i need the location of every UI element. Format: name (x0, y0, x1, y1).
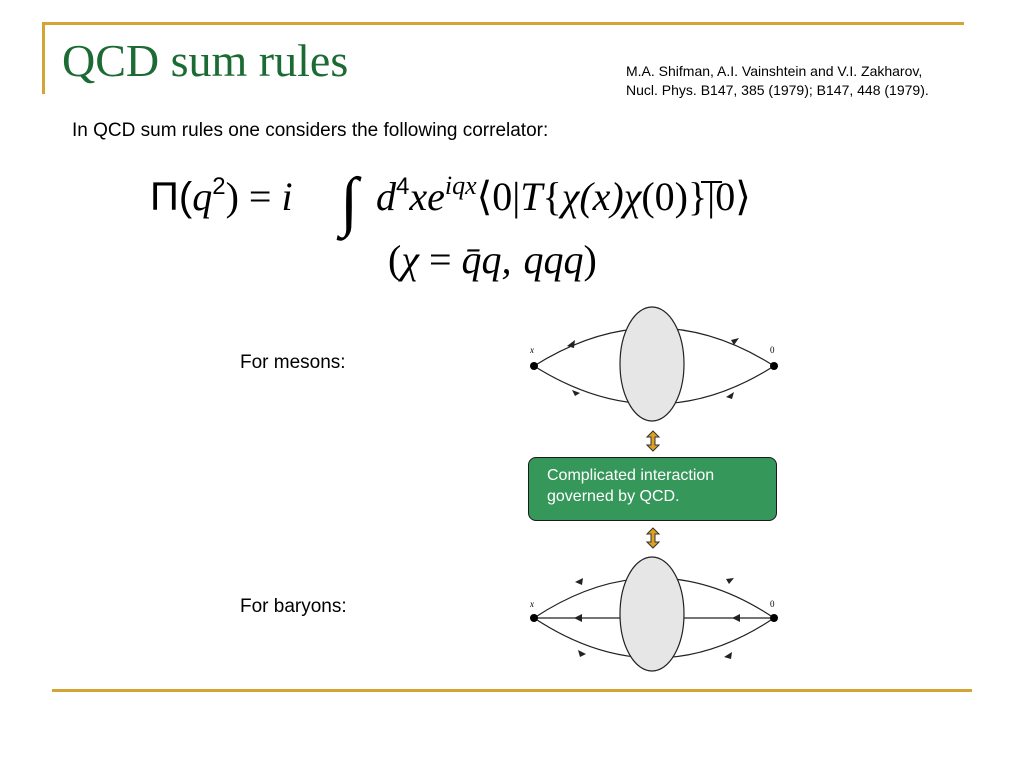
updown-arrow-icon (646, 430, 660, 452)
accent-top-line (42, 22, 964, 25)
baryon-blob (619, 556, 685, 672)
formula-xe: xe (408, 174, 445, 219)
baryon-vertex-x (530, 614, 538, 622)
formula-chibar: χ (620, 174, 643, 219)
baryon-vertex-0 (770, 614, 778, 622)
meson-arrow-upper-left (567, 340, 575, 348)
meson-vertex-x (530, 362, 538, 370)
correlator-formula: Π(q2) = i ∫ d4xeiqx⟨0|T{χ(x)χ(0)}|0⟩ (χ … (150, 168, 751, 282)
formula-iqx: iqx (445, 171, 477, 200)
qcd-interaction-box: Complicated interaction governed by QCD. (528, 457, 777, 521)
svg-text:d4xeiqx⟨0|T{χ(x)χ(0)}|0⟩: d4xeiqx⟨0|T{χ(x)χ(0)}|0⟩ (376, 171, 751, 219)
baryon-arrow-upper-right (726, 578, 734, 584)
baryon-arrow-lower-left (578, 650, 586, 657)
baryon-label-x: x (529, 599, 534, 609)
baryon-arrow-middle-right (732, 614, 740, 622)
formula-zero-paren: (0) (641, 174, 688, 219)
citation-line-1: M.A. Shifman, A.I. Vainshtein and V.I. Z… (626, 63, 923, 79)
accent-bottom-line (52, 689, 972, 692)
formula-sq: 2 (212, 173, 225, 200)
meson-vertex-0 (770, 362, 778, 370)
formula-line2-eq: = (419, 237, 462, 282)
meson-arrow-upper-right (731, 338, 739, 345)
updown-arrow-icon (646, 527, 660, 549)
formula-T: T (520, 174, 545, 219)
svg-text:Π(q2) = i: Π(q2) = i (150, 173, 293, 219)
meson-diagram: x 0 (529, 306, 778, 422)
formula-line2-open: ( (388, 237, 401, 282)
formula-line2-qqq: qqq (524, 237, 584, 282)
formula-brace-open: { (543, 174, 562, 219)
citation-line-2: Nucl. Phys. B147, 385 (1979); B147, 448 … (626, 82, 929, 98)
qcd-box-line-1: Complicated interaction (547, 467, 715, 484)
formula-chi: χ (558, 174, 581, 219)
baryon-arrow-middle-left (574, 614, 582, 622)
accent-vertical-bar (42, 22, 45, 94)
meson-arrow-lower-right (726, 392, 734, 399)
formula-integral: ∫ (336, 168, 362, 241)
formula-four: 4 (396, 173, 409, 200)
baryon-arrow-upper-left (575, 578, 583, 585)
baryons-label: For baryons: (240, 596, 347, 617)
svg-text:(χ = q̄q,qqq): (χ = q̄q, qqq) (388, 237, 597, 282)
formula-pi: Π( (150, 175, 193, 219)
intro-text: In QCD sum rules one considers the follo… (72, 120, 549, 141)
mesons-label: For mesons: (240, 352, 346, 373)
baryon-arrow-lower-right (724, 652, 732, 659)
formula-line2-close: ) (584, 237, 597, 282)
citation: M.A. Shifman, A.I. Vainshtein and V.I. Z… (626, 62, 929, 100)
formula-line2-qbar: q̄q, (462, 237, 512, 282)
formula-bra: ⟨0| (477, 174, 521, 219)
meson-arrow-lower-left (572, 390, 580, 396)
baryon-diagram: x 0 (529, 556, 778, 672)
formula-q: q (192, 174, 212, 219)
formula-d: d (376, 174, 397, 219)
qcd-box-line-2: governed by QCD. (547, 488, 680, 505)
formula-i: i (281, 174, 292, 219)
meson-label-0: 0 (770, 345, 775, 355)
baryon-label-0: 0 (770, 599, 775, 609)
slide-title: QCD sum rules (62, 35, 349, 86)
meson-blob (619, 306, 685, 422)
meson-label-x: x (529, 345, 534, 355)
formula-tail: }|0⟩ (688, 174, 751, 219)
formula-line2-chi: χ (397, 237, 420, 282)
formula-close: ) = (226, 174, 282, 219)
formula-of-x: (x) (579, 174, 623, 219)
